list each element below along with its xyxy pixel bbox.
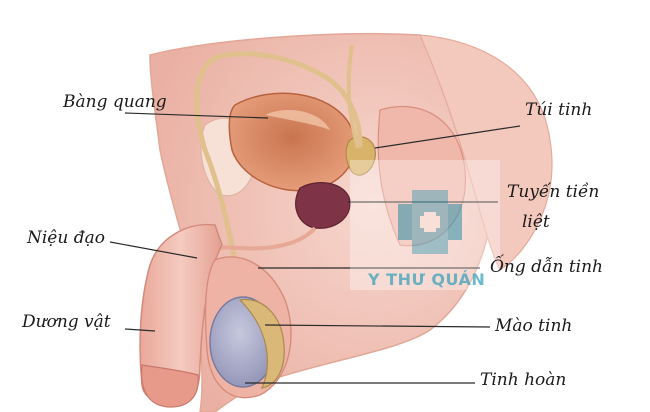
leader-mao-tinh bbox=[264, 324, 491, 328]
leader-lines bbox=[109, 112, 521, 384]
watermark-text: Y THƯ QUÁN bbox=[368, 270, 486, 289]
glans bbox=[141, 364, 199, 408]
prostate bbox=[295, 182, 351, 229]
label-tuyen-tien-liet-line1: Tuyến tiền bbox=[507, 182, 600, 202]
label-ong-dan-tinh: Ống dẫn tinh bbox=[490, 257, 603, 277]
epididymis bbox=[238, 298, 285, 389]
watermark bbox=[350, 160, 500, 290]
leader-bang-quang bbox=[124, 112, 269, 119]
label-tinh-hoan: Tinh hoàn bbox=[480, 370, 567, 390]
label-bang-quang: Bàng quang bbox=[63, 92, 167, 112]
label-tui-tinh: Túi tinh bbox=[525, 100, 593, 120]
leader-tui-tinh bbox=[374, 125, 521, 149]
leader-duong-vat bbox=[124, 328, 156, 332]
seminal-vesicle bbox=[345, 136, 376, 176]
ureter bbox=[346, 44, 360, 149]
vas-deferens bbox=[194, 51, 363, 318]
label-nieu-dao: Niệu đạo bbox=[27, 228, 105, 248]
label-tuyen-tien-liet-line2: liệt bbox=[522, 212, 550, 232]
leader-nieu-dao bbox=[109, 241, 198, 259]
bladder-highlight bbox=[265, 110, 330, 130]
label-mao-tinh: Mào tinh bbox=[495, 316, 573, 336]
label-duong-vat: Dương vật bbox=[22, 312, 111, 332]
buttock-shape bbox=[419, 34, 553, 271]
medical-cross-icon bbox=[398, 190, 462, 254]
